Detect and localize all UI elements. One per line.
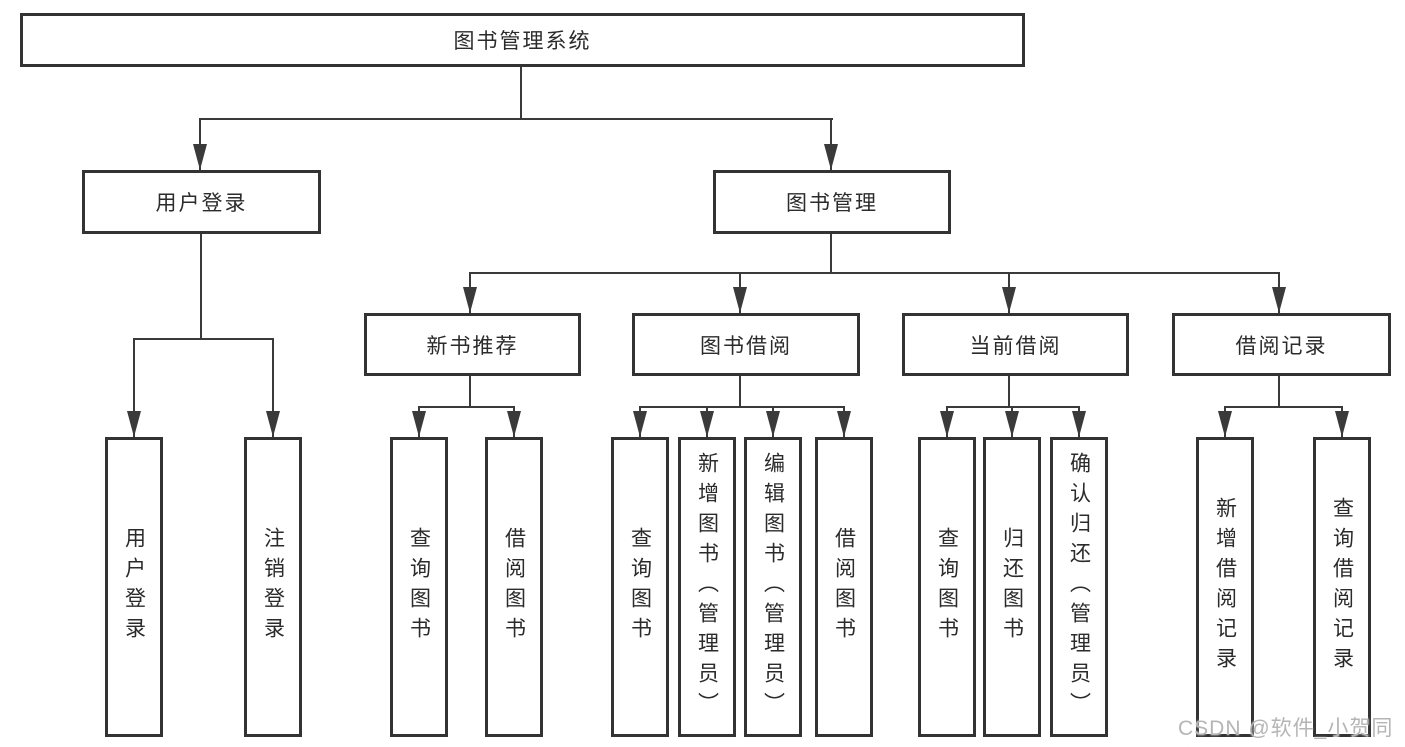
connector-line	[520, 67, 522, 120]
connector-line	[830, 234, 832, 272]
connector-line	[639, 406, 845, 408]
leaf-borrow-books-recommend: 借阅图书	[485, 437, 543, 737]
arrowhead-down-icon	[412, 411, 426, 437]
connector-line	[199, 118, 833, 120]
node-user-login: 用户登录	[82, 170, 321, 234]
node-current-borrow-label: 当前借阅	[969, 334, 1062, 358]
node-root-label: 图书管理系统	[453, 30, 592, 53]
connector-line	[418, 406, 515, 408]
leaf-user-login: 用户登录	[105, 437, 163, 737]
leaf-query-books-current: 查询图书	[918, 437, 976, 737]
arrowhead-down-icon	[824, 144, 838, 170]
arrowhead-down-icon	[127, 411, 141, 437]
node-new-book-recommend: 新书推荐	[364, 313, 581, 376]
leaf-add-book-admin: 新增图书（管理员）	[678, 437, 736, 737]
node-book-borrow-label: 图书借阅	[700, 334, 792, 358]
leaf-return-book: 归还图书	[983, 437, 1041, 737]
leaf-user-login-label: 用户登录	[122, 527, 146, 647]
arrowhead-down-icon	[1002, 287, 1016, 313]
connector-line	[469, 376, 471, 406]
leaf-query-books-recommend: 查询图书	[390, 437, 448, 737]
leaf-query-books-recommend-label: 查询图书	[407, 527, 431, 647]
connector-line	[469, 272, 1280, 274]
connector-line	[133, 338, 274, 340]
leaf-add-borrow-record: 新增借阅记录	[1196, 437, 1254, 737]
connector-line	[272, 338, 274, 437]
leaf-add-borrow-record-label: 新增借阅记录	[1213, 497, 1237, 677]
leaf-confirm-return-admin-label: 确认归还（管理员）	[1067, 452, 1091, 722]
connector-line	[1008, 376, 1010, 406]
leaf-query-books-borrow: 查询图书	[611, 437, 669, 737]
arrowhead-down-icon	[633, 411, 647, 437]
node-book-borrow: 图书借阅	[632, 313, 860, 376]
leaf-confirm-return-admin: 确认归还（管理员）	[1050, 437, 1108, 737]
node-book-management-label: 图书管理	[786, 192, 878, 215]
leaf-edit-book-admin-label: 编辑图书（管理员）	[761, 452, 785, 722]
arrowhead-down-icon	[837, 411, 851, 437]
connector-line	[133, 338, 135, 437]
arrowhead-down-icon	[1005, 411, 1019, 437]
leaf-borrow-books-recommend-label: 借阅图书	[502, 527, 526, 647]
connector-line	[1224, 406, 1343, 408]
leaf-borrow-books-label: 借阅图书	[832, 527, 856, 647]
connector-line	[200, 234, 202, 338]
leaf-query-borrow-record-label: 查询借阅记录	[1330, 497, 1354, 677]
arrowhead-down-icon	[766, 411, 780, 437]
leaf-query-books-borrow-label: 查询图书	[628, 527, 652, 647]
arrowhead-down-icon	[193, 144, 207, 170]
leaf-add-book-admin-label: 新增图书（管理员）	[695, 452, 719, 722]
arrowhead-down-icon	[1218, 411, 1232, 437]
leaf-borrow-books: 借阅图书	[815, 437, 873, 737]
node-current-borrow: 当前借阅	[902, 313, 1129, 376]
arrowhead-down-icon	[266, 411, 280, 437]
arrowhead-down-icon	[940, 411, 954, 437]
connector-line	[1278, 376, 1280, 406]
leaf-logout-label: 注销登录	[261, 527, 285, 647]
arrowhead-down-icon	[1335, 411, 1349, 437]
leaf-logout: 注销登录	[244, 437, 302, 737]
leaf-edit-book-admin: 编辑图书（管理员）	[744, 437, 802, 737]
arrowhead-down-icon	[700, 411, 714, 437]
watermark: CSDN @软件_小贺同学	[1178, 717, 1394, 740]
leaf-return-book-label: 归还图书	[1000, 527, 1024, 647]
connector-line	[739, 376, 741, 406]
node-new-book-recommend-label: 新书推荐	[426, 334, 519, 358]
arrowhead-down-icon	[1272, 287, 1286, 313]
arrowhead-down-icon	[733, 287, 747, 313]
leaf-query-books-current-label: 查询图书	[935, 527, 959, 647]
arrowhead-down-icon	[507, 411, 521, 437]
node-book-management: 图书管理	[713, 170, 951, 234]
node-root: 图书管理系统	[20, 13, 1025, 67]
leaf-query-borrow-record: 查询借阅记录	[1313, 437, 1371, 737]
arrowhead-down-icon	[1072, 411, 1086, 437]
connector-line	[946, 406, 1080, 408]
node-borrow-records-label: 借阅记录	[1235, 334, 1328, 358]
node-borrow-records: 借阅记录	[1172, 313, 1391, 376]
arrowhead-down-icon	[463, 287, 477, 313]
node-user-login-label: 用户登录	[155, 192, 248, 215]
